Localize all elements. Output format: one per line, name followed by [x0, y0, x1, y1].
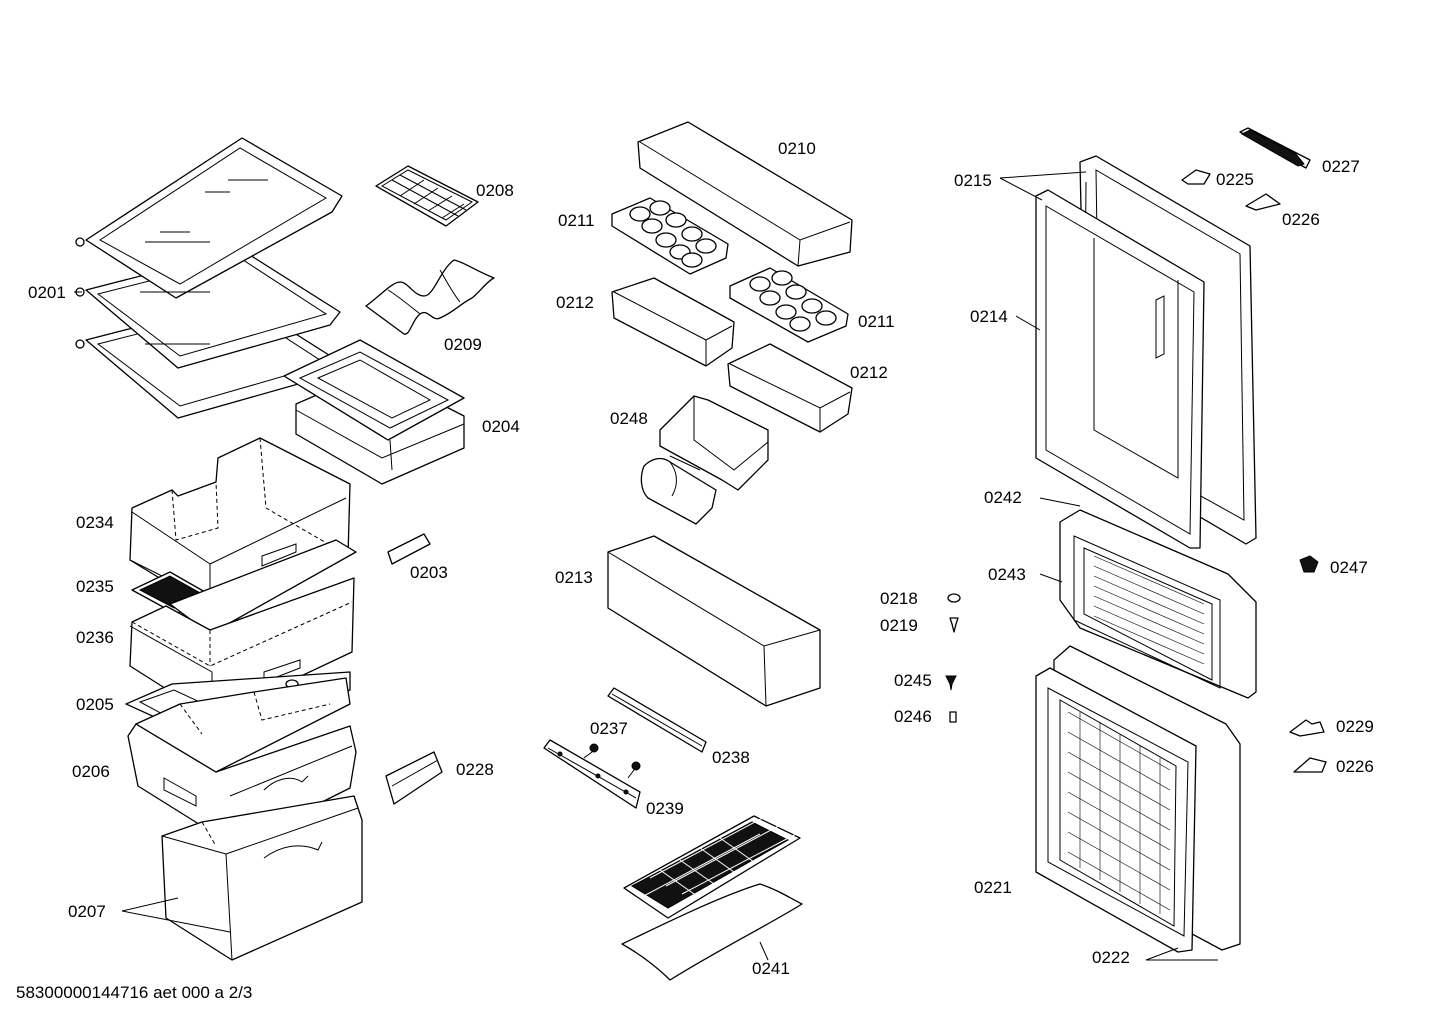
label-0237: 0237 [590, 719, 628, 738]
label-0214: 0214 [970, 307, 1008, 326]
label-0210: 0210 [778, 139, 816, 158]
label-0222: 0222 [1092, 948, 1130, 967]
label-0246: 0246 [894, 707, 932, 726]
label-0218: 0218 [880, 589, 918, 608]
label-0209: 0209 [444, 335, 482, 354]
label-0238: 0238 [712, 748, 750, 767]
hinge-clip-part [1181, 169, 1281, 211]
label-0215: 0215 [954, 171, 992, 190]
glass-shelves-part [75, 137, 343, 419]
rail-lower-part [543, 739, 641, 809]
label-0208: 0208 [476, 181, 514, 200]
lower-hinge-part [1289, 719, 1327, 773]
label-0204: 0204 [482, 417, 520, 436]
filter-grid-part [623, 813, 801, 919]
label-0207: 0207 [68, 902, 106, 921]
label-0239: 0239 [646, 799, 684, 818]
label-0228: 0228 [456, 760, 494, 779]
label-0227: 0227 [1322, 157, 1360, 176]
filter-mat-part [621, 883, 803, 981]
label-0234: 0234 [76, 513, 114, 532]
door-bin-lower-part [727, 343, 853, 433]
label-0245: 0245 [894, 671, 932, 690]
door-gasket-part [1035, 189, 1205, 549]
egg-tray-lower-part [729, 267, 849, 343]
label-0211-lower: 0211 [858, 312, 895, 331]
label-0242: 0242 [984, 488, 1022, 507]
door-bin-upper-part [611, 277, 735, 367]
door-shelf-bottom-part [607, 535, 821, 707]
egg-tray-upper-part [611, 197, 729, 275]
label-0219: 0219 [880, 616, 918, 635]
label-0247: 0247 [1330, 558, 1368, 577]
ice-tray-part [375, 165, 479, 227]
label-0226-lower: 0226 [1336, 757, 1374, 776]
small-fastener-parts [945, 593, 961, 723]
document-footer-code: 58300000144716 aet 000 a 2/3 [16, 983, 252, 1002]
door-shelf-long-part [637, 121, 853, 267]
part-labels: 0201 0208 0209 0204 0234 0235 0236 0203 … [28, 139, 1374, 978]
screw-part [583, 743, 641, 779]
label-0205: 0205 [76, 695, 114, 714]
small-flap-part [387, 533, 431, 565]
label-0221: 0221 [974, 878, 1012, 897]
label-0211-upper: 0211 [558, 211, 595, 230]
bottom-freezer-drawer-part [161, 795, 363, 961]
bottle-rack-part [365, 259, 495, 335]
label-0212-upper: 0212 [556, 293, 594, 312]
label-0225: 0225 [1216, 170, 1254, 189]
rail-upper-part [607, 687, 707, 753]
label-0229: 0229 [1336, 717, 1374, 736]
label-0248: 0248 [610, 409, 648, 428]
hinge-cover-part [1239, 127, 1311, 169]
label-0243: 0243 [988, 565, 1026, 584]
hinge-pin-part [1299, 555, 1319, 573]
label-0236: 0236 [76, 628, 114, 647]
label-0206: 0206 [72, 762, 110, 781]
label-0235: 0235 [76, 577, 114, 596]
label-0201: 0201 [28, 283, 66, 302]
freezer-drawer-part [127, 677, 357, 847]
drawer-with-frame-part [283, 339, 465, 485]
label-0241: 0241 [752, 959, 790, 978]
label-0212-lower: 0212 [850, 363, 888, 382]
label-0213: 0213 [555, 568, 593, 587]
door-holder-part [640, 395, 769, 525]
freezer-flap-part [385, 751, 443, 805]
label-0203: 0203 [410, 563, 448, 582]
label-0226-upper: 0226 [1282, 210, 1320, 229]
middle-door-part [1059, 509, 1257, 699]
freezer-door-part [1035, 645, 1241, 953]
